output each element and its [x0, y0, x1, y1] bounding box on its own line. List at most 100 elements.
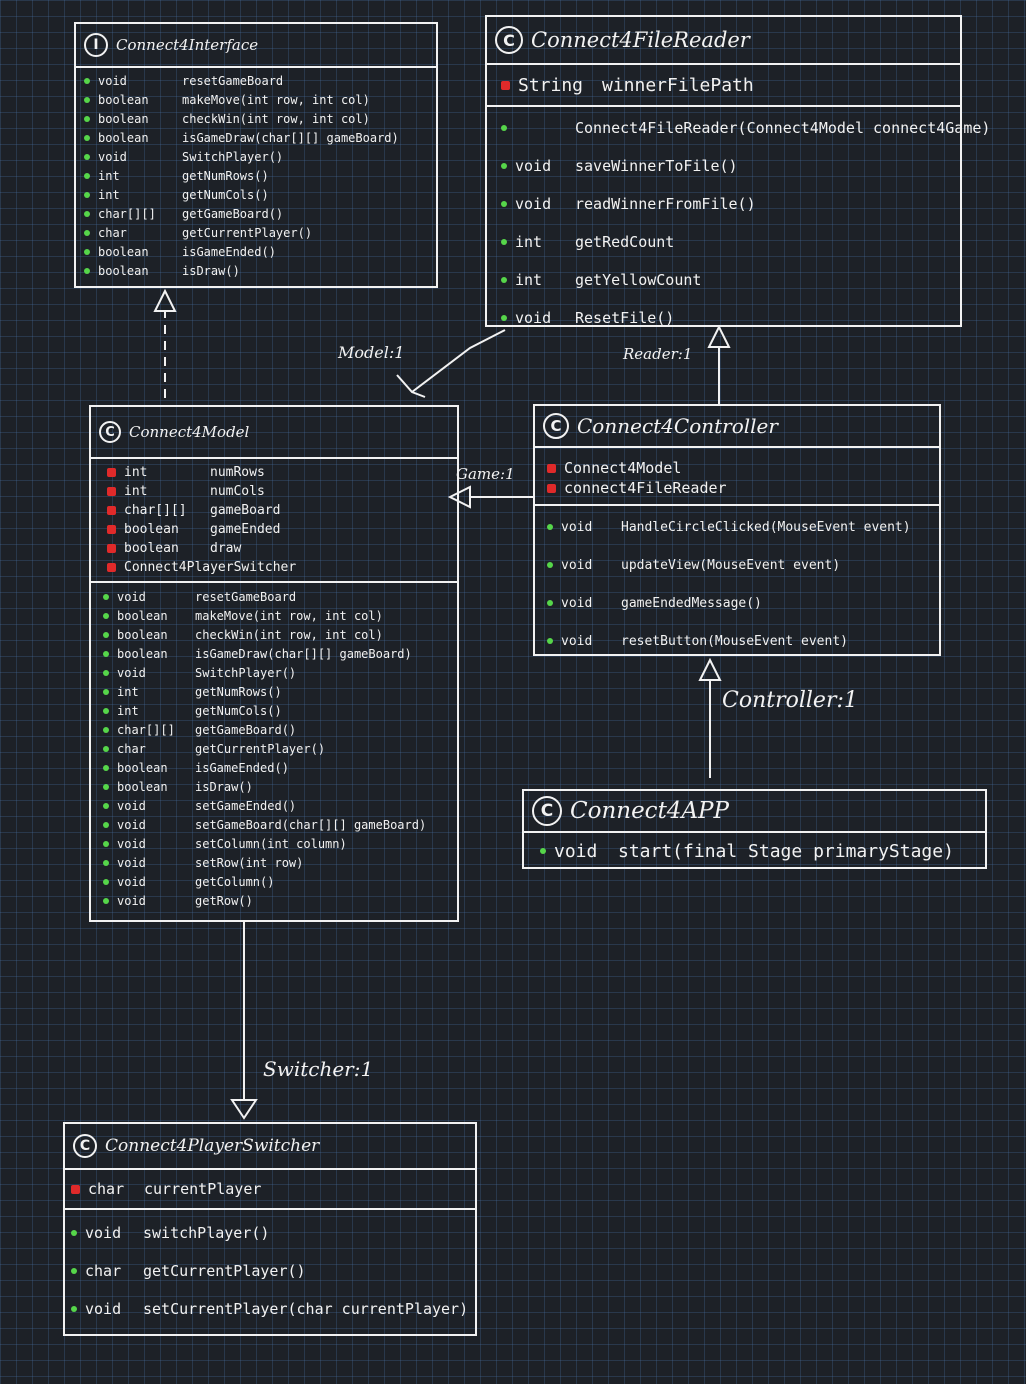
return-type: char: [85, 1262, 122, 1280]
public-marker-icon: [103, 897, 109, 904]
return-type: void: [561, 633, 593, 649]
field-name: gameEnded: [210, 522, 281, 537]
return-type: int: [515, 233, 543, 251]
method-signature: resetGameBoard: [182, 73, 284, 88]
class-badge-icon: C: [73, 1134, 97, 1158]
public-marker-icon: [84, 172, 90, 179]
method-signature: isGameDraw(char[][] gameBoard): [182, 130, 399, 145]
class-badge-icon: C: [99, 421, 121, 443]
method-signature: makeMove(int row, int col): [195, 608, 383, 623]
field-type: Connect4PlayerSwitcher: [124, 560, 297, 575]
return-type: boolean: [98, 111, 149, 126]
private-marker-icon: [107, 525, 116, 534]
method-signature: getNumRows(): [182, 168, 269, 183]
public-marker-icon: [501, 125, 507, 131]
class-header: C Connect4Controller: [535, 406, 939, 448]
return-type: void: [117, 836, 146, 851]
return-type: void: [515, 309, 552, 327]
public-marker-icon: [103, 764, 109, 771]
class-header: C Connect4PlayerSwitcher: [65, 1124, 475, 1170]
field-row: char[][]gameBoard: [107, 501, 441, 520]
private-marker-icon: [107, 563, 116, 572]
method-signature: start(final Stage primaryStage): [618, 840, 954, 862]
field-name: draw: [210, 541, 242, 556]
public-marker-icon: [84, 191, 90, 198]
method-row: void start(final Stage primaryStage): [540, 835, 969, 867]
method-signature: readWinnerFromFile(): [575, 195, 756, 213]
public-marker-icon: [103, 783, 109, 790]
public-marker-icon: [103, 612, 109, 619]
return-type: void: [85, 1224, 122, 1242]
return-type: int: [515, 271, 543, 289]
field-name: currentPlayer: [144, 1180, 262, 1198]
return-type: void: [515, 195, 552, 213]
return-type: char: [117, 741, 146, 756]
field-name: winnerFilePath: [602, 74, 754, 96]
public-marker-icon: [71, 1306, 77, 1312]
public-marker-icon: [103, 707, 109, 714]
method-signature: resetGameBoard: [195, 589, 297, 604]
private-marker-icon: [547, 483, 556, 493]
public-marker-icon: [547, 524, 553, 530]
public-marker-icon: [103, 878, 109, 885]
method-signature: isDraw(): [195, 779, 253, 794]
public-marker-icon: [547, 600, 553, 606]
class-header: C Connect4FileReader: [487, 17, 960, 65]
method-row: void resetButton(MouseEvent event): [547, 622, 927, 660]
private-marker-icon: [501, 80, 510, 90]
public-marker-icon: [501, 277, 507, 283]
return-type: char: [98, 225, 127, 240]
return-type: void: [554, 840, 598, 862]
method-signature: getColumn(): [195, 874, 275, 889]
field-row: connect4FileReader: [547, 478, 927, 498]
association-arrowhead-switcher: [230, 1099, 258, 1120]
public-marker-icon: [501, 201, 507, 207]
method-signature: ResetFile(): [575, 309, 675, 327]
method-signature: setGameEnded(): [195, 798, 297, 813]
return-type: int: [117, 703, 139, 718]
method-signature: SwitchPlayer(): [182, 149, 284, 164]
method-signature: gameEndedMessage(): [621, 595, 762, 611]
method-signature: isGameEnded(): [182, 244, 276, 259]
private-marker-icon: [71, 1184, 80, 1194]
return-type: void: [117, 855, 146, 870]
public-marker-icon: [103, 688, 109, 695]
class-header: I Connect4Interface: [76, 24, 436, 68]
association-arrowhead-game: [447, 485, 471, 509]
relation-label-reader: Reader:1: [623, 345, 693, 363]
class-badge-icon: C: [532, 796, 562, 826]
public-marker-icon: [84, 77, 90, 84]
method-signature: resetButton(MouseEvent event): [621, 633, 848, 649]
field-name: gameBoard: [210, 503, 281, 518]
return-type: void: [561, 557, 593, 573]
method-signature: SwitchPlayer(): [195, 665, 297, 680]
public-marker-icon: [501, 315, 507, 321]
method-row: void readWinnerFromFile(): [501, 185, 946, 223]
